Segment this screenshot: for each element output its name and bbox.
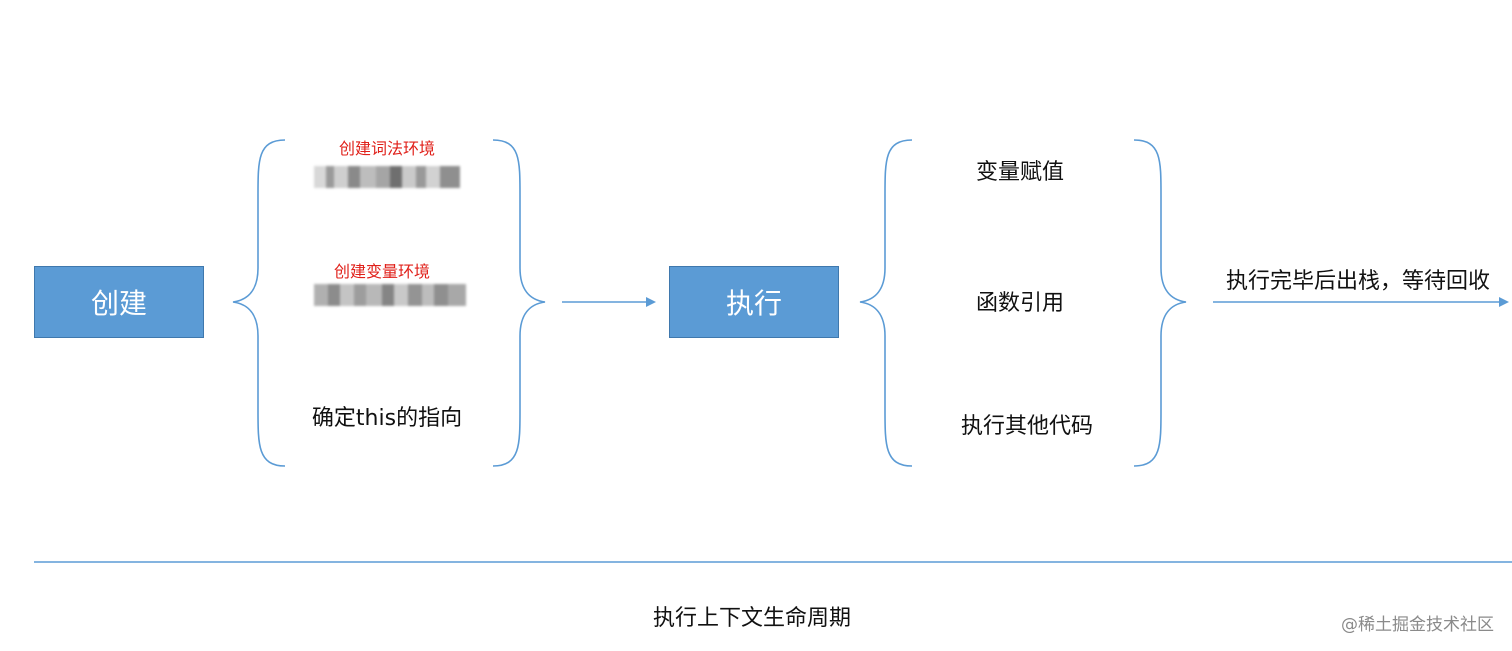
create-left-brace xyxy=(232,139,286,467)
timeline-label: 执行上下文生命周期 xyxy=(652,606,852,631)
other-code-label: 执行其他代码 xyxy=(960,414,1094,439)
create-stage-label: 创建 xyxy=(90,287,147,320)
pop-stack-label: 执行完毕后出栈，等待回收 xyxy=(1226,269,1491,294)
exit-arrowhead xyxy=(1499,297,1509,307)
execute-left-brace xyxy=(859,139,913,467)
func-ref-label: 函数引用 xyxy=(975,291,1065,316)
lexical-env-label: 创建词法环境 xyxy=(338,139,436,158)
assign-label: 变量赋值 xyxy=(975,160,1065,185)
execute-stage-label: 执行 xyxy=(725,287,782,320)
variable-env-label: 创建变量环境 xyxy=(333,262,431,281)
execute-right-brace xyxy=(1133,139,1187,467)
create-to-execute-arrowhead xyxy=(646,297,656,307)
redacted-lexical-text xyxy=(314,166,460,188)
this-binding-label: 确定this的指向 xyxy=(311,406,463,431)
redacted-variable-text xyxy=(314,284,466,306)
execute-stage-box: 执行 xyxy=(669,266,839,338)
watermark: @稀土掘金技术社区 xyxy=(1341,615,1494,635)
create-stage-box: 创建 xyxy=(34,266,204,338)
create-right-brace xyxy=(492,139,546,467)
